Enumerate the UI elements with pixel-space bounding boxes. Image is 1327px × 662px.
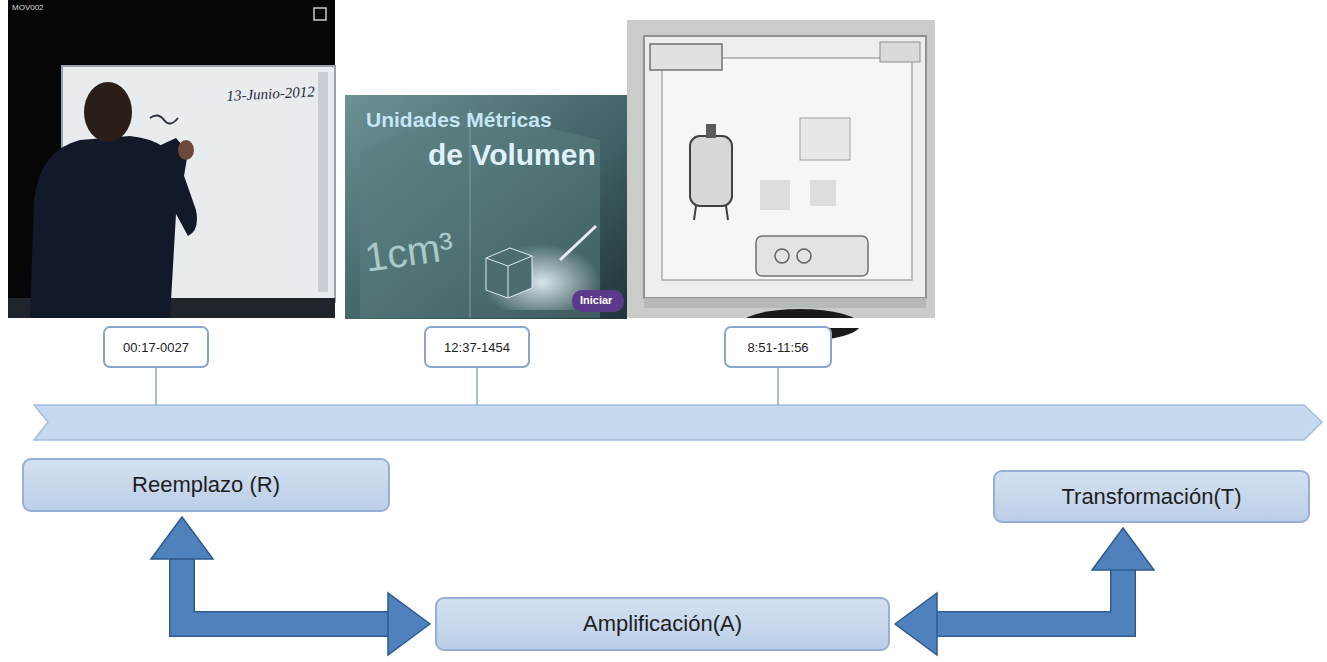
leader-line (476, 368, 478, 405)
box-text: 12:37-1454 (444, 340, 510, 355)
fullscreen-icon (314, 8, 326, 20)
box-text: Transformación(T) (1061, 484, 1241, 510)
timestamp-box: 8:51-11:56 (724, 326, 832, 368)
sim-controls (880, 42, 920, 62)
teacher-hand (178, 140, 194, 160)
timestamp-box: 12:37-1454 (424, 326, 530, 368)
pencil (560, 226, 596, 260)
box-text: 00:17-0027 (123, 340, 189, 355)
sim-block (760, 180, 790, 210)
arrow-head (895, 593, 937, 655)
arrow-shaft (182, 557, 390, 624)
small-cube-edge (486, 256, 532, 298)
teacher-body (30, 136, 197, 318)
stage-box: Amplificación(A) (435, 597, 890, 651)
toolbar (318, 72, 328, 292)
illustration-label: de Volumen (428, 138, 596, 172)
tank-legs (694, 206, 728, 220)
arrow-shaft (935, 568, 1123, 624)
teacher-head (84, 82, 132, 142)
title-screen (345, 95, 627, 319)
sim-window (644, 36, 926, 298)
knob (775, 249, 789, 263)
start-button (572, 290, 624, 312)
taskbar (644, 298, 926, 308)
timestamp-box: 00:17-0027 (103, 326, 209, 368)
box-text: 8:51-11:56 (747, 340, 808, 355)
sim-tab (650, 44, 722, 70)
box-text: Amplificación(A) (583, 611, 742, 637)
tank-valve (706, 124, 716, 138)
double-block-arrow (151, 517, 430, 655)
arrow-head (151, 517, 213, 559)
sim-menu (800, 118, 850, 160)
leader-line (155, 368, 157, 405)
sim-block (810, 180, 836, 206)
arrow-head (388, 593, 430, 655)
stage-box: Reemplazo (R) (22, 458, 390, 512)
arrow-head (1092, 528, 1154, 570)
tank (690, 136, 732, 206)
arrow-shaft (935, 568, 1123, 624)
illustration-label: Unidades Métricas (366, 108, 552, 132)
handwriting (150, 115, 178, 123)
sim-device (756, 236, 868, 276)
double-block-arrow (895, 528, 1154, 655)
stage-box: Transformación(T) (993, 470, 1310, 523)
knob (797, 249, 811, 263)
timeline-band (34, 405, 1322, 440)
small-cube (486, 248, 532, 298)
illustration-label: Iniciar (580, 294, 612, 306)
sim-panel (662, 58, 912, 280)
projection (627, 20, 935, 320)
photo-frame (8, 0, 335, 318)
leader-line (777, 368, 779, 405)
illustration-label: MOV002 (12, 3, 44, 12)
box-text: Reemplazo (R) (132, 472, 280, 498)
arrow-shaft (182, 557, 390, 624)
